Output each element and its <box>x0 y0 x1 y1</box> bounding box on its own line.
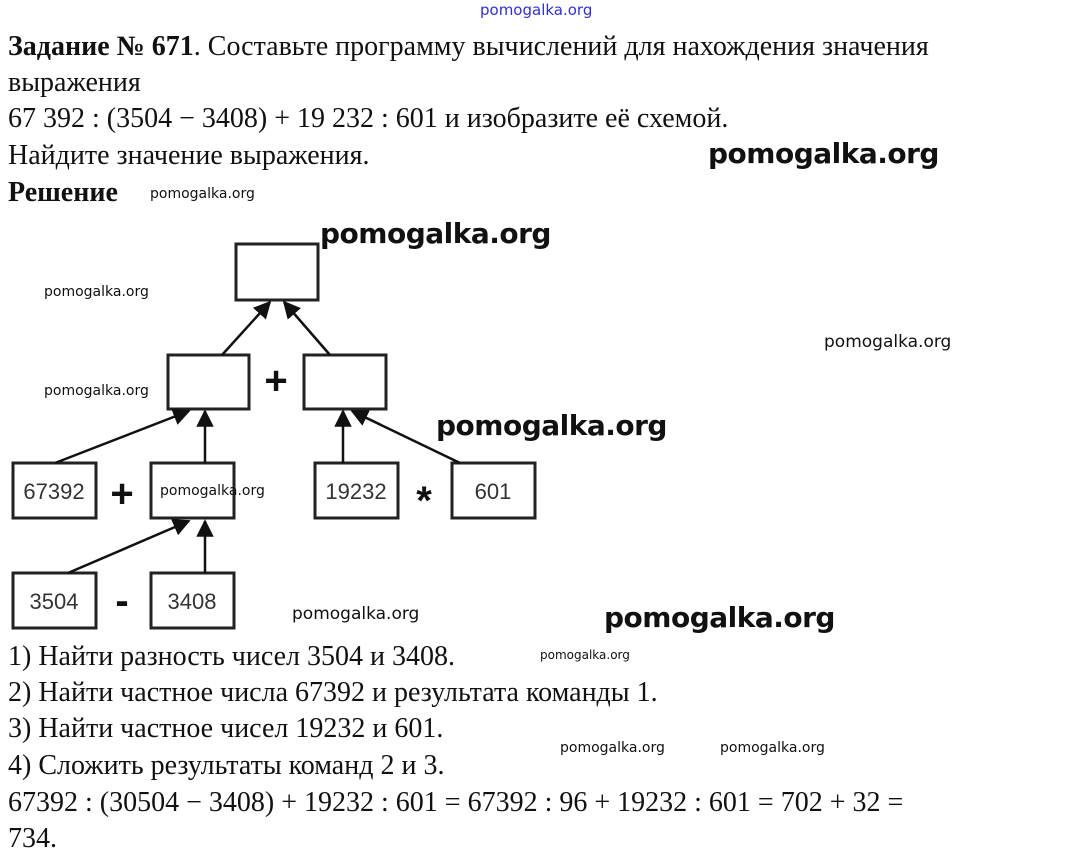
arrow <box>350 409 461 465</box>
plus-operator: + <box>264 359 287 403</box>
box-label: 19232 <box>325 479 386 504</box>
box-label: 3504 <box>30 589 79 614</box>
box-3408 <box>149 571 236 630</box>
task-line-1: Задание № 671. Составьте программу вычис… <box>8 30 929 64</box>
watermark: pomogalka.org <box>44 284 149 300</box>
watermark: pomogalka.org <box>292 604 420 624</box>
box-label: 3408 <box>168 589 217 614</box>
quotient-box-1 <box>166 353 251 411</box>
watermark: pomogalka.org <box>540 648 630 662</box>
arrow <box>221 300 272 356</box>
plus-operator: + <box>110 472 133 516</box>
result-box <box>234 242 320 302</box>
box-601 <box>450 461 537 520</box>
step-3: 3) Найти частное чисел 19232 и 601. <box>8 713 444 744</box>
box-19232 <box>313 461 400 520</box>
arrow <box>67 519 191 575</box>
answer-line-1: 67392 : (30504 − 3408) + 19232 : 601 = 6… <box>8 787 904 818</box>
solution-heading: Решение <box>8 177 118 208</box>
watermark: pomogalka.org <box>604 601 835 634</box>
difference-box <box>149 461 236 520</box>
watermark-top[interactable]: pomogalka.org <box>480 1 593 19</box>
quotient-box-2 <box>302 353 388 411</box>
box-label: 67392 <box>23 479 84 504</box>
step-4: 4) Сложить результаты команд 2 и 3. <box>8 750 445 781</box>
task-line-4: Найдите значение выражения. <box>8 140 370 171</box>
answer-line-2: 734. <box>8 823 57 854</box>
watermark: pomogalka.org <box>436 409 667 442</box>
step-1: 1) Найти разность чисел 3504 и 3408. <box>8 641 456 672</box>
watermark: pomogalka.org <box>720 740 825 756</box>
watermark: pomogalka.org <box>160 483 265 499</box>
minus-operator: - <box>115 579 128 623</box>
task-title: Задание № 671 <box>8 31 194 62</box>
box-3504 <box>11 571 98 630</box>
task-text: . Составьте программу вычислений для нах… <box>193 31 929 62</box>
watermark: pomogalka.org <box>320 217 551 250</box>
arrow <box>282 300 331 356</box>
step-2: 2) Найти частное числа 67392 и результат… <box>8 677 658 708</box>
watermark: pomogalka.org <box>824 332 952 352</box>
box-67392 <box>11 461 98 520</box>
watermark: pomogalka.org <box>560 740 665 756</box>
task-line-2: выражения <box>8 67 141 98</box>
box-label: 601 <box>475 479 512 504</box>
watermark: pomogalka.org <box>708 137 939 170</box>
arrow <box>54 408 191 465</box>
watermark: pomogalka.org <box>150 186 255 202</box>
task-expression: 67 392 : (3504 − 3408) + 19 232 : 601 и … <box>8 103 729 134</box>
multiply-operator: * <box>416 479 432 523</box>
watermark: pomogalka.org <box>44 383 149 399</box>
